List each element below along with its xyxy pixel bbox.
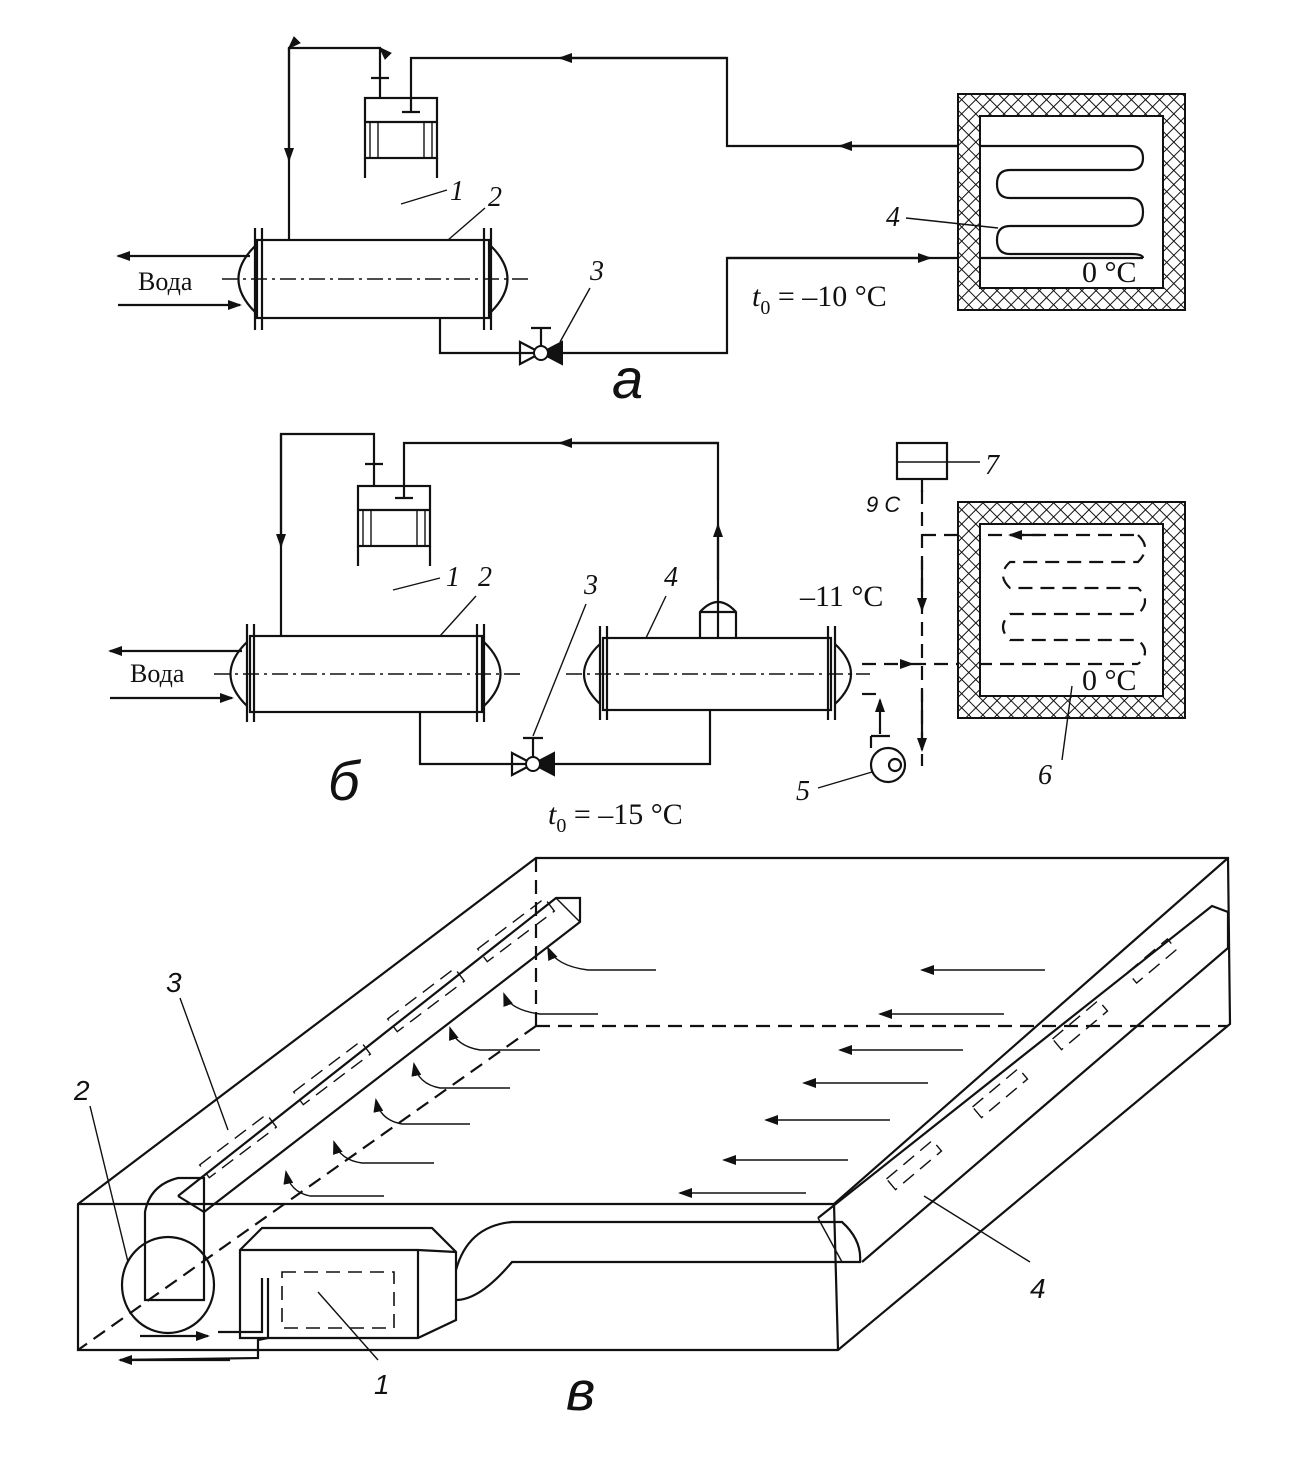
water-label-b: Вода: [130, 659, 185, 688]
label-a-4: 4: [886, 202, 900, 233]
room-temp-b: 0 °C: [1082, 664, 1137, 697]
label-a-3: 3: [589, 256, 604, 287]
cold-room-a: 0 °C: [957, 93, 1186, 311]
expansion-valve-a: [518, 326, 563, 366]
condenser-a: [222, 228, 530, 330]
brine-temp-b: –11 °C: [799, 580, 883, 613]
diagram-a-letter: а: [612, 347, 643, 410]
label-a-2: 2: [488, 182, 502, 213]
label-c-1: 1: [374, 1369, 390, 1400]
label-b-2: 2: [478, 562, 492, 593]
compressor-a: [363, 76, 439, 178]
label-b-1: 1: [446, 562, 460, 593]
label-b-7: 7: [985, 450, 1000, 481]
evaporator-b: [566, 600, 870, 720]
diagram-c-letter: в: [566, 1359, 595, 1422]
air-duct-right: [885, 937, 1178, 1191]
fan: [120, 1235, 216, 1335]
diagram-a: Вода 0 °C t0 = –10 °C 1 2 3 4 а: [116, 35, 1186, 410]
air-duct-left: [143, 896, 582, 1302]
condenser-b: [214, 624, 520, 722]
label-c-4: 4: [1030, 1273, 1046, 1304]
label-b-6: 6: [1038, 760, 1052, 791]
label-b-5: 5: [796, 776, 810, 807]
room-temp-a: 0 °C: [1082, 256, 1137, 289]
diagram-b: Вода: [108, 432, 1186, 837]
airflow-arrows: [283, 946, 1045, 1198]
note-b: 9 C: [866, 492, 900, 517]
cold-room-b: 0 °C: [957, 501, 1186, 719]
label-b-4: 4: [664, 562, 678, 593]
compressor-b: [356, 462, 432, 566]
expansion-tank-b: [895, 441, 949, 492]
evaporation-temp-b: t0 = –15 °C: [548, 798, 683, 837]
water-label-a: Вода: [138, 267, 193, 296]
evaporation-temp-a: t0 = –10 °C: [752, 280, 887, 319]
brine-pump-b: [869, 734, 907, 784]
air-cooler: [118, 1226, 458, 1365]
label-b-3: 3: [583, 570, 598, 601]
label-a-1: 1: [450, 176, 464, 207]
label-c-2: 2: [73, 1075, 90, 1106]
expansion-valve-b: [510, 736, 555, 777]
diagram-b-letter: б: [328, 749, 362, 812]
label-c-3: 3: [166, 967, 182, 998]
diagram-c: 3 2 1 4 в: [73, 856, 1232, 1422]
